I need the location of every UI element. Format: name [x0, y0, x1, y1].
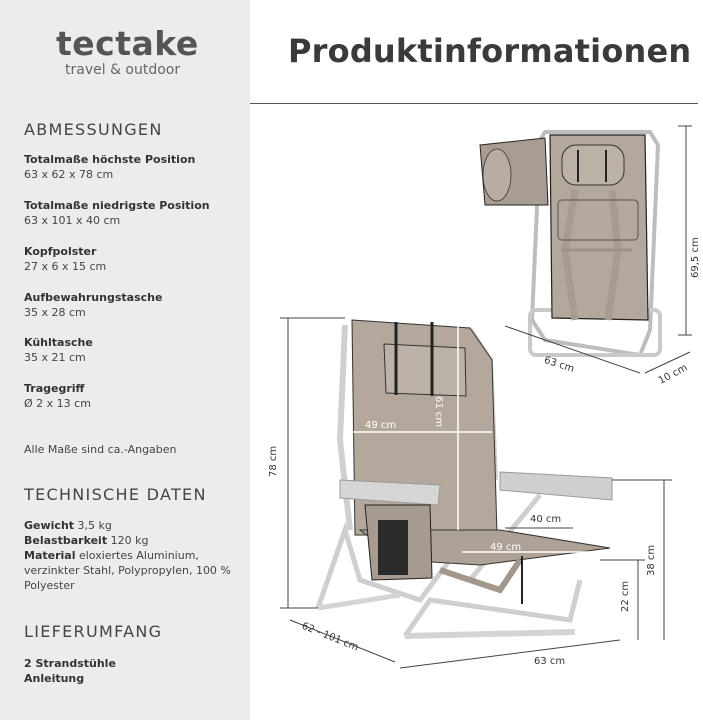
spec-item: Aufbewahrungstasche 35 x 28 cm: [24, 290, 162, 320]
spec-value: 27 x 6 x 15 cm: [24, 260, 107, 273]
sidebar: tectake travel & outdoor ABMESSUNGEN Tot…: [0, 0, 250, 720]
spec-label: Aufbewahrungstasche: [24, 291, 163, 304]
dim-seat-width: 49 cm: [365, 420, 396, 431]
brand-name: tectake: [56, 24, 199, 63]
dim-folded-height: 69,5 cm: [690, 237, 701, 278]
scope-list: 2 Strandstühle Anleitung: [24, 656, 116, 686]
dimensions-heading: ABMESSUNGEN: [24, 120, 163, 139]
chair-image: [280, 317, 672, 669]
spec-label: Kühltasche: [24, 336, 93, 349]
scope-heading: LIEFERUMFANG: [24, 622, 163, 641]
spec-item: Tragegriff Ø 2 x 13 cm: [24, 381, 91, 411]
spec-value: 63 x 101 x 40 cm: [24, 214, 121, 227]
spec-value: 63 x 62 x 78 cm: [24, 168, 114, 181]
spec-label: Tragegriff: [24, 382, 85, 395]
spec-label: Kopfpolster: [24, 245, 97, 258]
load-value: 120 kg: [110, 534, 149, 547]
dim-armrest-height: 38 cm: [646, 545, 657, 576]
product-diagram: 63 cm 10 cm 69,5 cm: [268, 125, 701, 669]
technical-details: Gewicht 3,5 kg Belastbarkeit 120 kg Mate…: [24, 518, 244, 593]
dim-chair-height: 78 cm: [268, 446, 279, 477]
weight-value: 3,5 kg: [77, 519, 112, 532]
title-divider: [250, 103, 698, 104]
material-value: eloxiertes Aluminium, verzinkter Stahl, …: [24, 549, 231, 592]
material-label: Material: [24, 549, 76, 562]
dimensions-note: Alle Maße sind ca.-Angaben: [24, 443, 177, 456]
spec-label: Totalmaße höchste Position: [24, 153, 196, 166]
scope-item: Anleitung: [24, 672, 85, 685]
page-title: Produktinformationen: [288, 32, 692, 70]
dim-armrest-spacing: 40 cm: [530, 514, 561, 525]
spec-item: Kühltasche 35 x 21 cm: [24, 335, 93, 365]
dim-depth-range: 62 - 101 cm: [300, 621, 360, 654]
dim-seat-height: 22 cm: [620, 581, 631, 612]
dim-folded-depth: 10 cm: [657, 362, 690, 386]
spec-item: Kopfpolster 27 x 6 x 15 cm: [24, 244, 106, 274]
spec-value: 35 x 21 cm: [24, 351, 86, 364]
folded-chair-image: [479, 125, 692, 374]
spec-label: Totalmaße niedrigste Position: [24, 199, 210, 212]
brand-logo: tectake travel & outdoor: [56, 24, 199, 79]
spec-item: Totalmaße höchste Position 63 x 62 x 78 …: [24, 152, 195, 182]
load-label: Belastbarkeit: [24, 534, 108, 547]
dim-backrest-height: 61 cm: [433, 396, 444, 427]
dim-folded-width: 63 cm: [543, 355, 576, 375]
technical-heading: TECHNISCHE DATEN: [24, 485, 207, 504]
spec-value: Ø 2 x 13 cm: [24, 397, 91, 410]
scope-item: 2 Strandstühle: [24, 657, 116, 670]
brand-tagline: travel & outdoor: [65, 62, 181, 78]
spec-item: Totalmaße niedrigste Position 63 x 101 x…: [24, 198, 210, 228]
spec-value: 35 x 28 cm: [24, 306, 86, 319]
dim-base-width: 63 cm: [534, 656, 565, 667]
weight-label: Gewicht: [24, 519, 75, 532]
dim-seat-depth: 49 cm: [490, 542, 521, 553]
